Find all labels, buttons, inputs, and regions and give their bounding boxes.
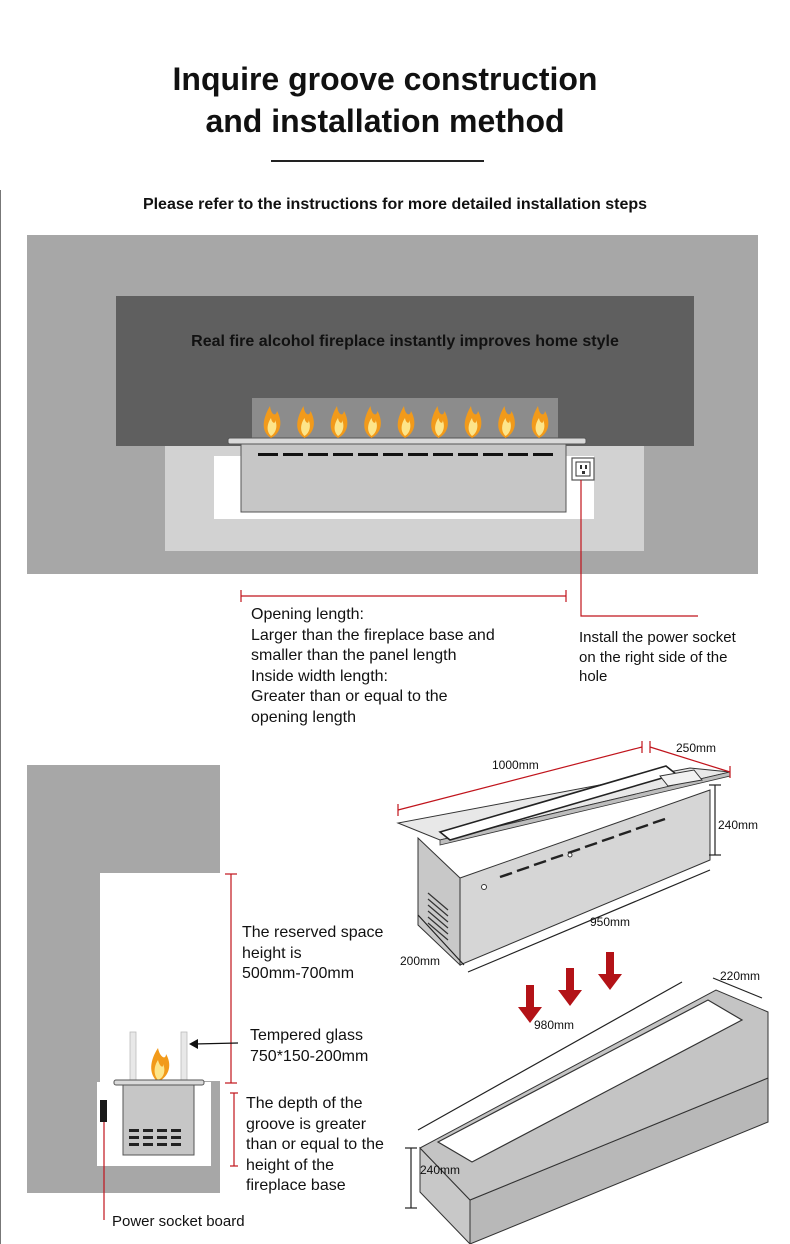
page-subtitle: Please refer to the instructions for mor… xyxy=(142,196,648,213)
flame-icon xyxy=(330,406,348,438)
flame-icon xyxy=(263,406,281,438)
side-flame-icon xyxy=(151,1048,170,1082)
groove-depth-note: The depth of the groove is greater than … xyxy=(246,1094,384,1197)
flame-icon xyxy=(431,406,448,438)
flame-icon xyxy=(498,406,515,438)
groove-box xyxy=(419,989,769,1244)
socket-placement-note: Install the power socket on the right si… xyxy=(579,628,736,687)
dim-base-length: 950mm xyxy=(590,915,631,929)
vent-slots xyxy=(258,453,553,456)
title-line-2: and installation method xyxy=(205,103,565,139)
note-line: smaller than the panel length xyxy=(251,647,457,664)
groove-depth-guide xyxy=(230,1092,238,1167)
flame-icon xyxy=(464,406,482,438)
flame-icon xyxy=(364,406,381,438)
note-line: height is xyxy=(242,944,302,962)
note-line: 750*150-200mm xyxy=(250,1047,369,1065)
opening-length-note: Opening length: Larger than the fireplac… xyxy=(251,605,495,728)
reserved-space-note: The reserved space height is 500mm-700mm xyxy=(242,923,383,985)
burner-unit xyxy=(396,765,731,967)
side-vent-lines xyxy=(427,892,449,941)
glass-pointer-arrow xyxy=(189,1039,239,1049)
side-top-plate xyxy=(113,1079,205,1086)
dim-groove-height: 240mm xyxy=(420,1163,461,1177)
page-title: Inquire groove construction and installa… xyxy=(0,58,770,142)
burner-front-face xyxy=(459,789,711,966)
control-panel xyxy=(659,769,703,787)
burner-left-face xyxy=(417,836,461,967)
opening-length-guide xyxy=(240,590,567,602)
insert-arrows xyxy=(518,952,622,1023)
side-vent-slots xyxy=(129,1129,181,1146)
flame-row xyxy=(263,406,549,438)
groove-opening xyxy=(436,999,744,1163)
note-line: than or equal to the xyxy=(246,1136,384,1153)
reserved-height-guide xyxy=(225,873,237,1084)
flame-icon xyxy=(397,406,415,438)
socket-board-label: Power socket board xyxy=(112,1213,245,1230)
power-socket-icon xyxy=(571,457,595,481)
groove-dimensions xyxy=(405,977,763,1209)
panel-banner-text: Real fire alcohol fireplace instantly im… xyxy=(191,333,619,350)
note-line: groove is greater xyxy=(246,1115,367,1133)
left-border-line xyxy=(0,190,1,1244)
side-section-diagram xyxy=(27,765,239,1220)
flame-icon xyxy=(531,406,549,438)
note-line: height of the xyxy=(246,1156,335,1174)
burner-red-dimensions xyxy=(397,741,731,816)
note-line: on the right side of the xyxy=(579,648,728,666)
title-divider xyxy=(271,160,484,162)
dim-groove-depth: 220mm xyxy=(720,969,761,983)
isometric-diagram xyxy=(396,741,769,1244)
socket-board-block xyxy=(100,1100,107,1122)
note-line: Inside width length: xyxy=(251,667,388,685)
glass-pane-left xyxy=(129,1031,137,1085)
dim-burner-height: 240mm xyxy=(718,818,759,832)
flame-icon xyxy=(297,406,314,438)
note-line: The depth of the xyxy=(246,1095,363,1112)
burner-vent-dashes xyxy=(499,817,666,879)
tempered-glass-note: Tempered glass 750*150-200mm xyxy=(250,1026,368,1067)
note-line: opening length xyxy=(251,708,356,726)
glass-pane-right xyxy=(180,1031,188,1085)
note-line: Larger than the fireplace base and xyxy=(251,626,495,644)
dim-burner-length: 1000mm xyxy=(492,758,539,772)
reserved-space xyxy=(100,873,221,1081)
note-line: Install the power socket xyxy=(579,629,736,646)
note-line: fireplace base xyxy=(246,1177,346,1194)
note-line: 500mm-700mm xyxy=(242,965,355,982)
note-line: Tempered glass xyxy=(250,1027,363,1044)
note-line: hole xyxy=(579,668,608,685)
dim-burner-depth: 250mm xyxy=(676,741,717,755)
note-line: The reserved space xyxy=(242,924,384,941)
note-line: Greater than or equal to the xyxy=(251,688,448,705)
socket-leader-line xyxy=(580,480,698,617)
burner-black-dimensions xyxy=(417,784,721,973)
note-line: Opening length: xyxy=(251,606,364,623)
title-line-1: Inquire groove construction xyxy=(172,61,598,97)
dim-groove-length: 980mm xyxy=(534,1018,575,1032)
dim-base-depth: 200mm xyxy=(400,954,441,968)
